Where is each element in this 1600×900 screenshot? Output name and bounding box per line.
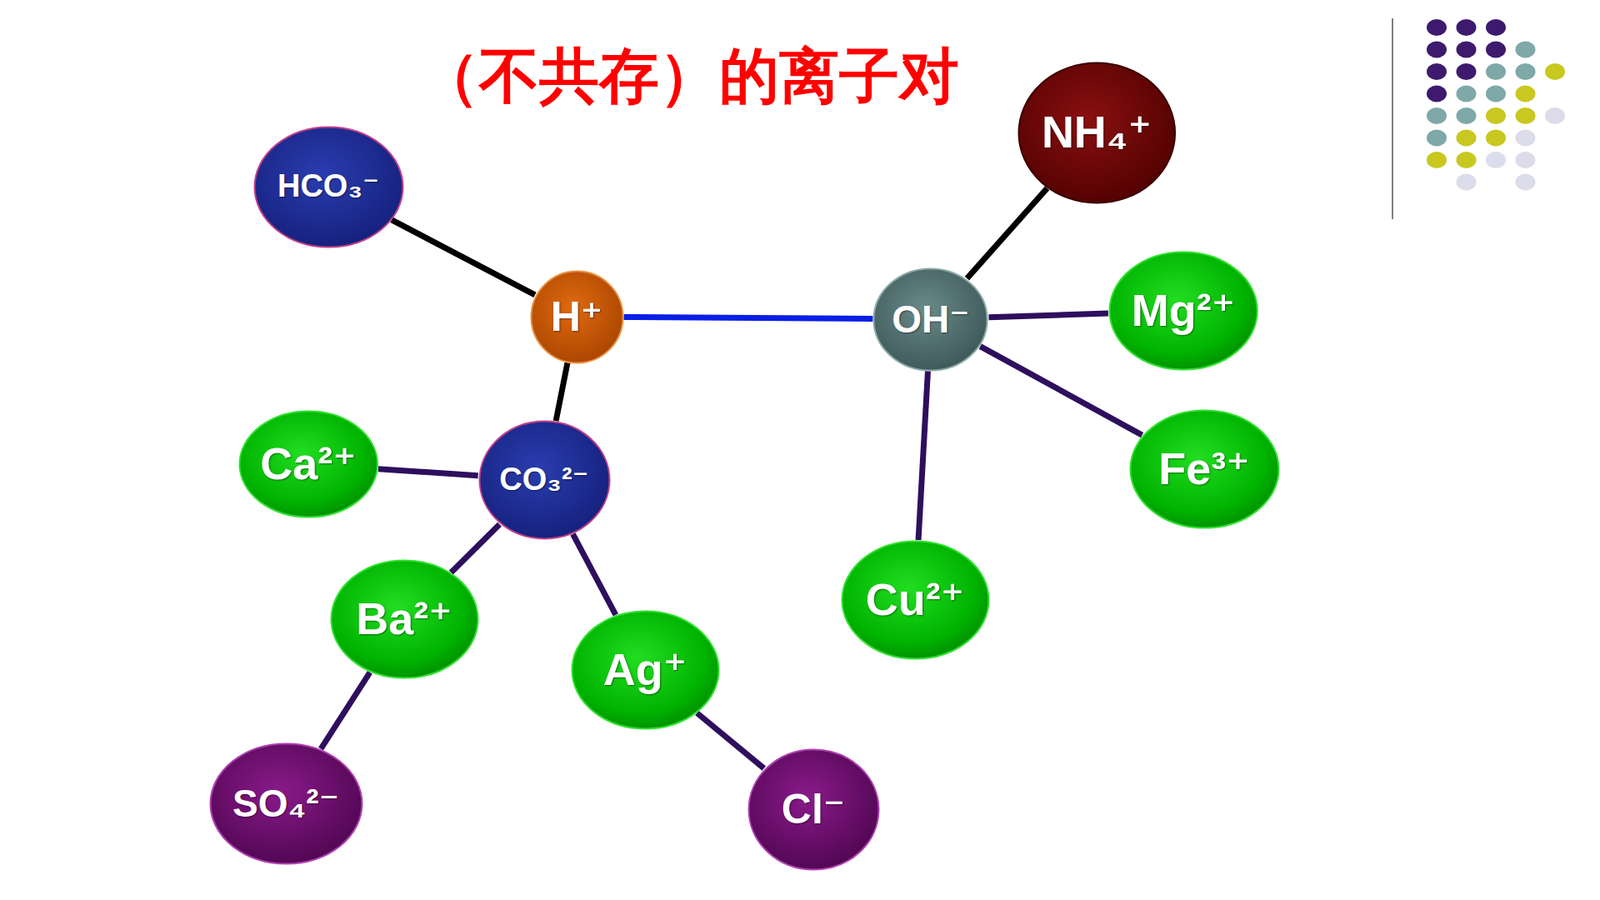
ion-ellipse: OH⁻ [872,267,989,372]
ion-ellipse: NH₄⁺ [1017,61,1177,205]
ion-label: OH⁻ [891,298,970,341]
connector-line [989,313,1109,318]
connector-line [980,346,1142,436]
ion-label: Fe³⁺ [1158,444,1250,494]
ion-ellipse: Cl⁻ [747,748,880,871]
decor-dot [1426,130,1447,147]
decor-dot [1485,85,1506,103]
connector-line [696,713,764,769]
ion-label: Ba²⁺ [355,594,453,644]
ellipse-fill [748,749,879,870]
ion-ellipse: Mg²⁺ [1108,250,1259,371]
ion-label: HCO₃⁻ [277,169,380,205]
connector-line [378,469,479,476]
decor-dot [1485,107,1506,125]
connector-line [391,220,535,295]
ellipse-fill [1109,252,1257,370]
connector-line [320,672,370,750]
ion-label: Cl⁻ [781,786,845,833]
slide-title: （不共存）的离子对 [419,43,960,110]
decor-dot [1545,63,1565,80]
ion-label: SO₄²⁻ [232,782,340,825]
decor-dot [1515,41,1536,59]
decor-dot [1456,63,1477,80]
decor-dot [1545,107,1565,125]
ellipse-fill [479,421,610,540]
ellipse-fill [1018,62,1175,203]
decor-dot [1456,130,1477,147]
decor-dot [1456,19,1477,36]
decor-dot [1485,130,1506,147]
connector-line [966,188,1047,279]
decor-dot [1485,63,1506,80]
ellipse-fill [841,541,989,660]
connector-line [918,370,928,540]
ion-label: H⁺ [550,294,604,340]
ion-label: CO₃²⁻ [499,462,589,498]
ellipse-fill [571,611,719,730]
ion-ellipse: Ca²⁺ [238,410,379,519]
decor-dot [1456,174,1477,191]
ion-label: Ca²⁺ [260,439,357,489]
decor-dot [1456,151,1477,169]
decor-dot [1515,174,1536,191]
decor-dot [1426,63,1447,80]
ion-label: Cu²⁺ [865,575,965,625]
ion-ellipse: Ag⁺ [570,610,720,730]
ellipse-fill [254,126,403,247]
decor-dot [1456,107,1477,125]
decor-dot [1426,85,1447,103]
ion-ellipse: SO₄²⁻ [209,742,364,865]
connector-line [450,524,500,573]
decor-dot [1515,63,1536,80]
decor-dot [1485,151,1506,169]
ellipse-fill [530,270,623,363]
ellipse-fill [330,560,478,679]
connector-line [623,316,873,319]
decor-dot [1515,107,1536,125]
ion-label: NH₄⁺ [1041,107,1152,157]
decor-dot [1515,85,1536,103]
ion-label: Mg²⁺ [1131,285,1235,335]
decor-dot [1515,151,1536,169]
ellipse-fill [1130,410,1279,529]
ion-ellipse: Ba²⁺ [330,559,480,680]
decor-dot [1426,19,1447,36]
decor-dot [1456,85,1477,103]
decor-dot [1485,41,1506,59]
decor-dot [1426,151,1447,169]
ellipse-fill [239,411,377,518]
divider-line [1391,18,1394,220]
ellipse-fill [874,268,988,370]
ellipse-fill [210,743,362,864]
ion-ellipse: CO₃²⁻ [478,420,611,540]
dot-grid [1426,19,1565,191]
connector-line [572,534,615,615]
decor-dot [1456,41,1477,59]
ion-ellipse: Cu²⁺ [840,540,990,660]
ion-ellipse: H⁺ [530,270,625,365]
decor-dot [1485,19,1506,36]
ion-ellipse: Fe³⁺ [1129,409,1280,530]
decor-dot [1426,41,1447,59]
ion-label: Ag⁺ [603,645,688,695]
ion-ellipse: HCO₃⁻ [253,125,405,249]
decor-dot [1515,130,1536,147]
connector-line [555,362,568,421]
decor-dot [1426,107,1447,125]
